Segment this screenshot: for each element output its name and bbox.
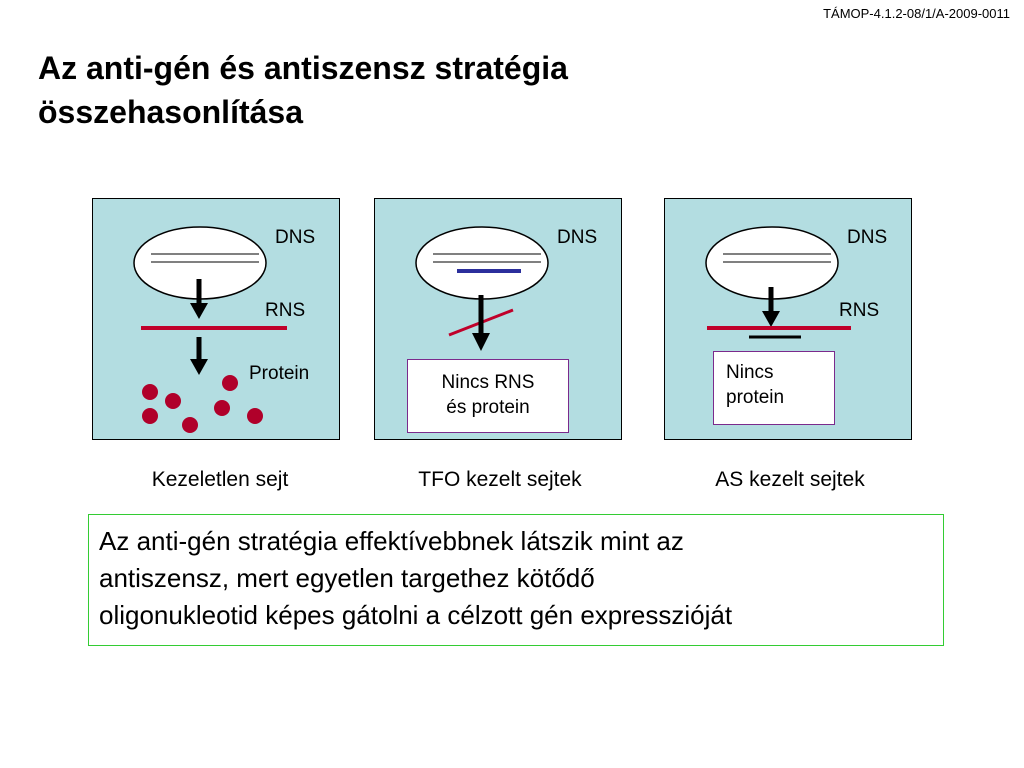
box-line-1: Nincs RNS	[441, 372, 535, 393]
dns-label: DNS	[847, 227, 888, 248]
panel-as-treated: DNS RNS Nincs protein	[664, 198, 912, 440]
caption-as: AS kezelt sejtek	[715, 468, 865, 491]
protein-dot	[165, 393, 181, 409]
protein-dot	[247, 408, 263, 424]
box-line-2: és protein	[446, 397, 530, 418]
note-line-3: oligonukleotid képes gátolni a célzott g…	[99, 600, 733, 630]
rns-label: RNS	[839, 300, 880, 321]
note-line-1: Az anti-gén stratégia effektívebbnek lát…	[99, 526, 684, 556]
arrow-transcription-head	[190, 303, 208, 319]
page-title: Az anti-gén és antiszensz stratégia össz…	[38, 46, 798, 134]
note-line-2: antiszensz, mert egyetlen targethez kötő…	[99, 563, 595, 593]
dns-label: DNS	[275, 227, 316, 248]
box-line-1: Nincs	[726, 362, 774, 383]
title-line-1: Az anti-gén és antiszensz stratégia	[38, 50, 568, 86]
dns-label: DNS	[557, 227, 598, 248]
panel-tfo-treated: DNS Nincs RNS és protein	[374, 198, 622, 440]
arrow-blocked-head	[472, 333, 490, 351]
caption-tfo: TFO kezelt sejtek	[418, 468, 582, 491]
title-line-2: összehasonlítása	[38, 94, 303, 130]
protein-dot	[214, 400, 230, 416]
no-rna-protein-box: Nincs RNS és protein	[407, 359, 569, 433]
header-code: TÁMOP-4.1.2-08/1/A-2009-0011	[823, 6, 1010, 21]
protein-label: Protein	[249, 363, 310, 384]
panel-as-diagram	[705, 226, 851, 339]
caption-untreated: Kezeletlen sejt	[151, 468, 289, 491]
panel-tfo-diagram	[415, 226, 549, 351]
rns-label: RNS	[265, 300, 306, 321]
protein-dot	[182, 417, 198, 433]
arrow-translation-head	[190, 359, 208, 375]
nucleus-ellipse	[415, 226, 549, 300]
panel-untreated-cell: DNS RNS Protein	[92, 198, 340, 440]
protein-dot	[142, 384, 158, 400]
no-protein-box: Nincs protein	[713, 351, 835, 425]
box-line-2: protein	[726, 387, 785, 408]
panel-untreated-diagram	[133, 226, 287, 433]
arrow-transcription-head	[762, 311, 780, 327]
protein-dot	[142, 408, 158, 424]
conclusion-note: Az anti-gén stratégia effektívebbnek lát…	[88, 514, 944, 646]
protein-dot	[222, 375, 238, 391]
